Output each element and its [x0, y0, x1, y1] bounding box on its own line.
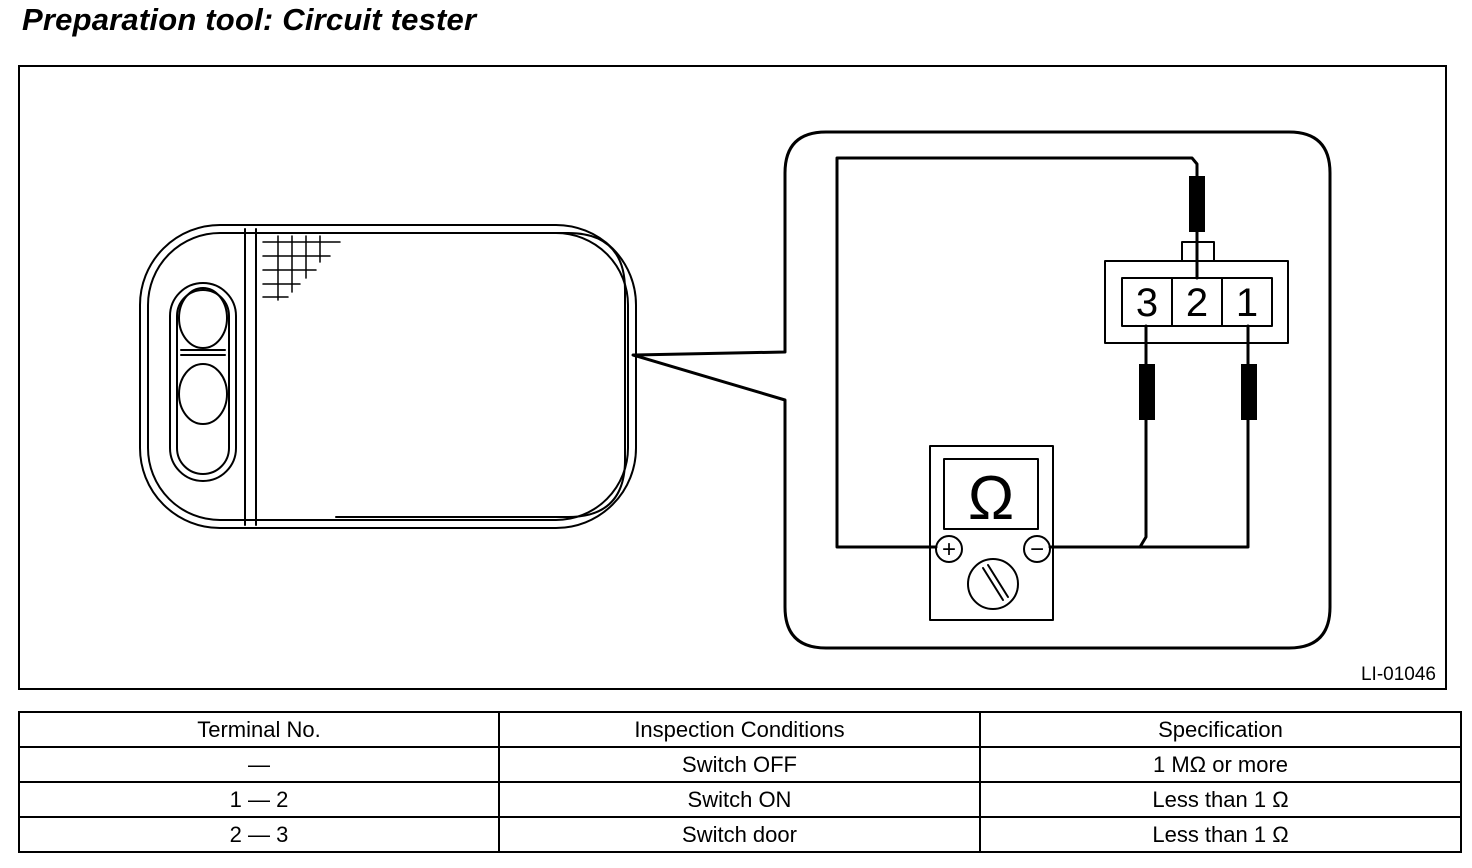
- condition-cell: Switch OFF: [498, 746, 981, 783]
- room-lamp-illustration: [139, 224, 637, 529]
- header-specification: Specification: [979, 711, 1462, 748]
- header-terminal-no: Terminal No.: [18, 711, 500, 748]
- lens-hatching: [262, 235, 341, 301]
- connector: [1104, 241, 1289, 344]
- table-header-row: Terminal No. Inspection Conditions Speci…: [18, 711, 1462, 748]
- probe-terminal-3: [1139, 364, 1155, 420]
- circuit-tester: [929, 445, 1054, 621]
- circuit-diagram: Ω + − 3 2 1 LI-01046: [139, 130, 1436, 685]
- figure-frame: [18, 65, 1447, 690]
- probe-terminal-2: [1189, 176, 1205, 232]
- table-row: 1 — 2 Switch ON Less than 1 Ω: [18, 781, 1462, 818]
- connector-terminal-1: 1: [1236, 281, 1258, 325]
- callout-bubble: [631, 130, 1332, 650]
- probe-terminal-1: [1241, 364, 1257, 420]
- connector-terminal-2: 2: [1186, 281, 1208, 325]
- table-row: 2 — 3 Switch door Less than 1 Ω: [18, 816, 1462, 853]
- terminal-cell: —: [18, 746, 500, 783]
- specification-cell: 1 MΩ or more: [979, 746, 1462, 783]
- ohm-symbol: Ω: [968, 464, 1014, 533]
- page-title: Preparation tool: Circuit tester: [22, 2, 477, 37]
- header-inspection-conditions: Inspection Conditions: [498, 711, 981, 748]
- specification-cell: Less than 1 Ω: [979, 816, 1462, 853]
- table-row: — Switch OFF 1 MΩ or more: [18, 746, 1462, 783]
- specification-cell: Less than 1 Ω: [979, 781, 1462, 818]
- terminal-cell: 1 — 2: [18, 781, 500, 818]
- figure-code: LI-01046: [1361, 664, 1436, 685]
- minus-terminal-symbol: −: [1030, 536, 1044, 563]
- condition-cell: Switch ON: [498, 781, 981, 818]
- plus-terminal-symbol: +: [942, 536, 956, 563]
- switch: [169, 282, 237, 482]
- inspection-table: Terminal No. Inspection Conditions Speci…: [18, 711, 1462, 853]
- terminal-cell: 2 — 3: [18, 816, 500, 853]
- probes: [1139, 176, 1257, 420]
- condition-cell: Switch door: [498, 816, 981, 853]
- connector-terminal-3: 3: [1136, 281, 1158, 325]
